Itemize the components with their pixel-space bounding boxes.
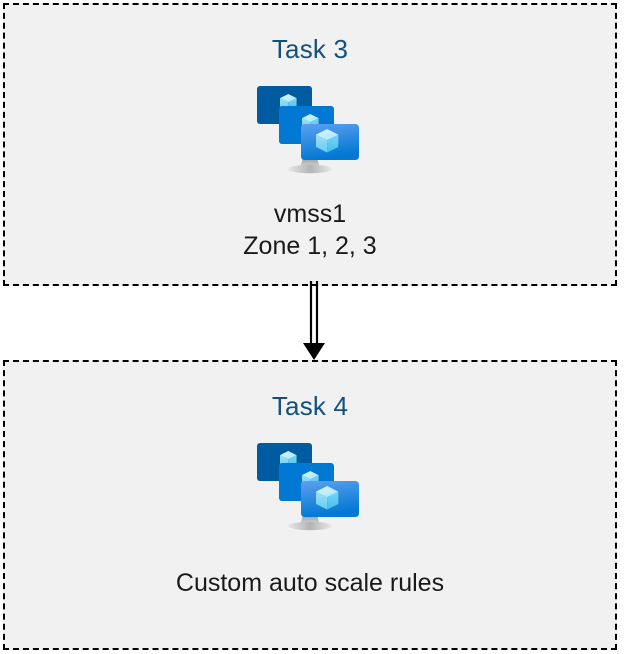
task-3-caption: vmss1 Zone 1, 2, 3	[5, 198, 615, 262]
azure-vm-scale-set-icon	[257, 86, 359, 174]
task-3-caption-line-1: vmss1	[273, 200, 347, 228]
task-3-title: Task 3	[271, 34, 349, 64]
task-4-title: Task 4	[271, 391, 349, 421]
connector-task3-to-task4	[303, 281, 325, 360]
task-node-task-4[interactable]: Task 4	[3, 360, 617, 650]
azure-vm-scale-set-icon	[257, 443, 359, 531]
connector-arrowhead-icon	[303, 343, 325, 360]
task-4-caption: Custom auto scale rules	[5, 567, 615, 599]
task-3-caption-line-2: Zone 1, 2, 3	[243, 232, 377, 260]
task-3-icon-wrap	[256, 84, 364, 178]
task-4-caption-line-1: Custom auto scale rules	[175, 569, 445, 597]
task-4-icon-wrap	[256, 441, 364, 535]
task-node-task-3[interactable]: Task 3	[3, 3, 617, 286]
